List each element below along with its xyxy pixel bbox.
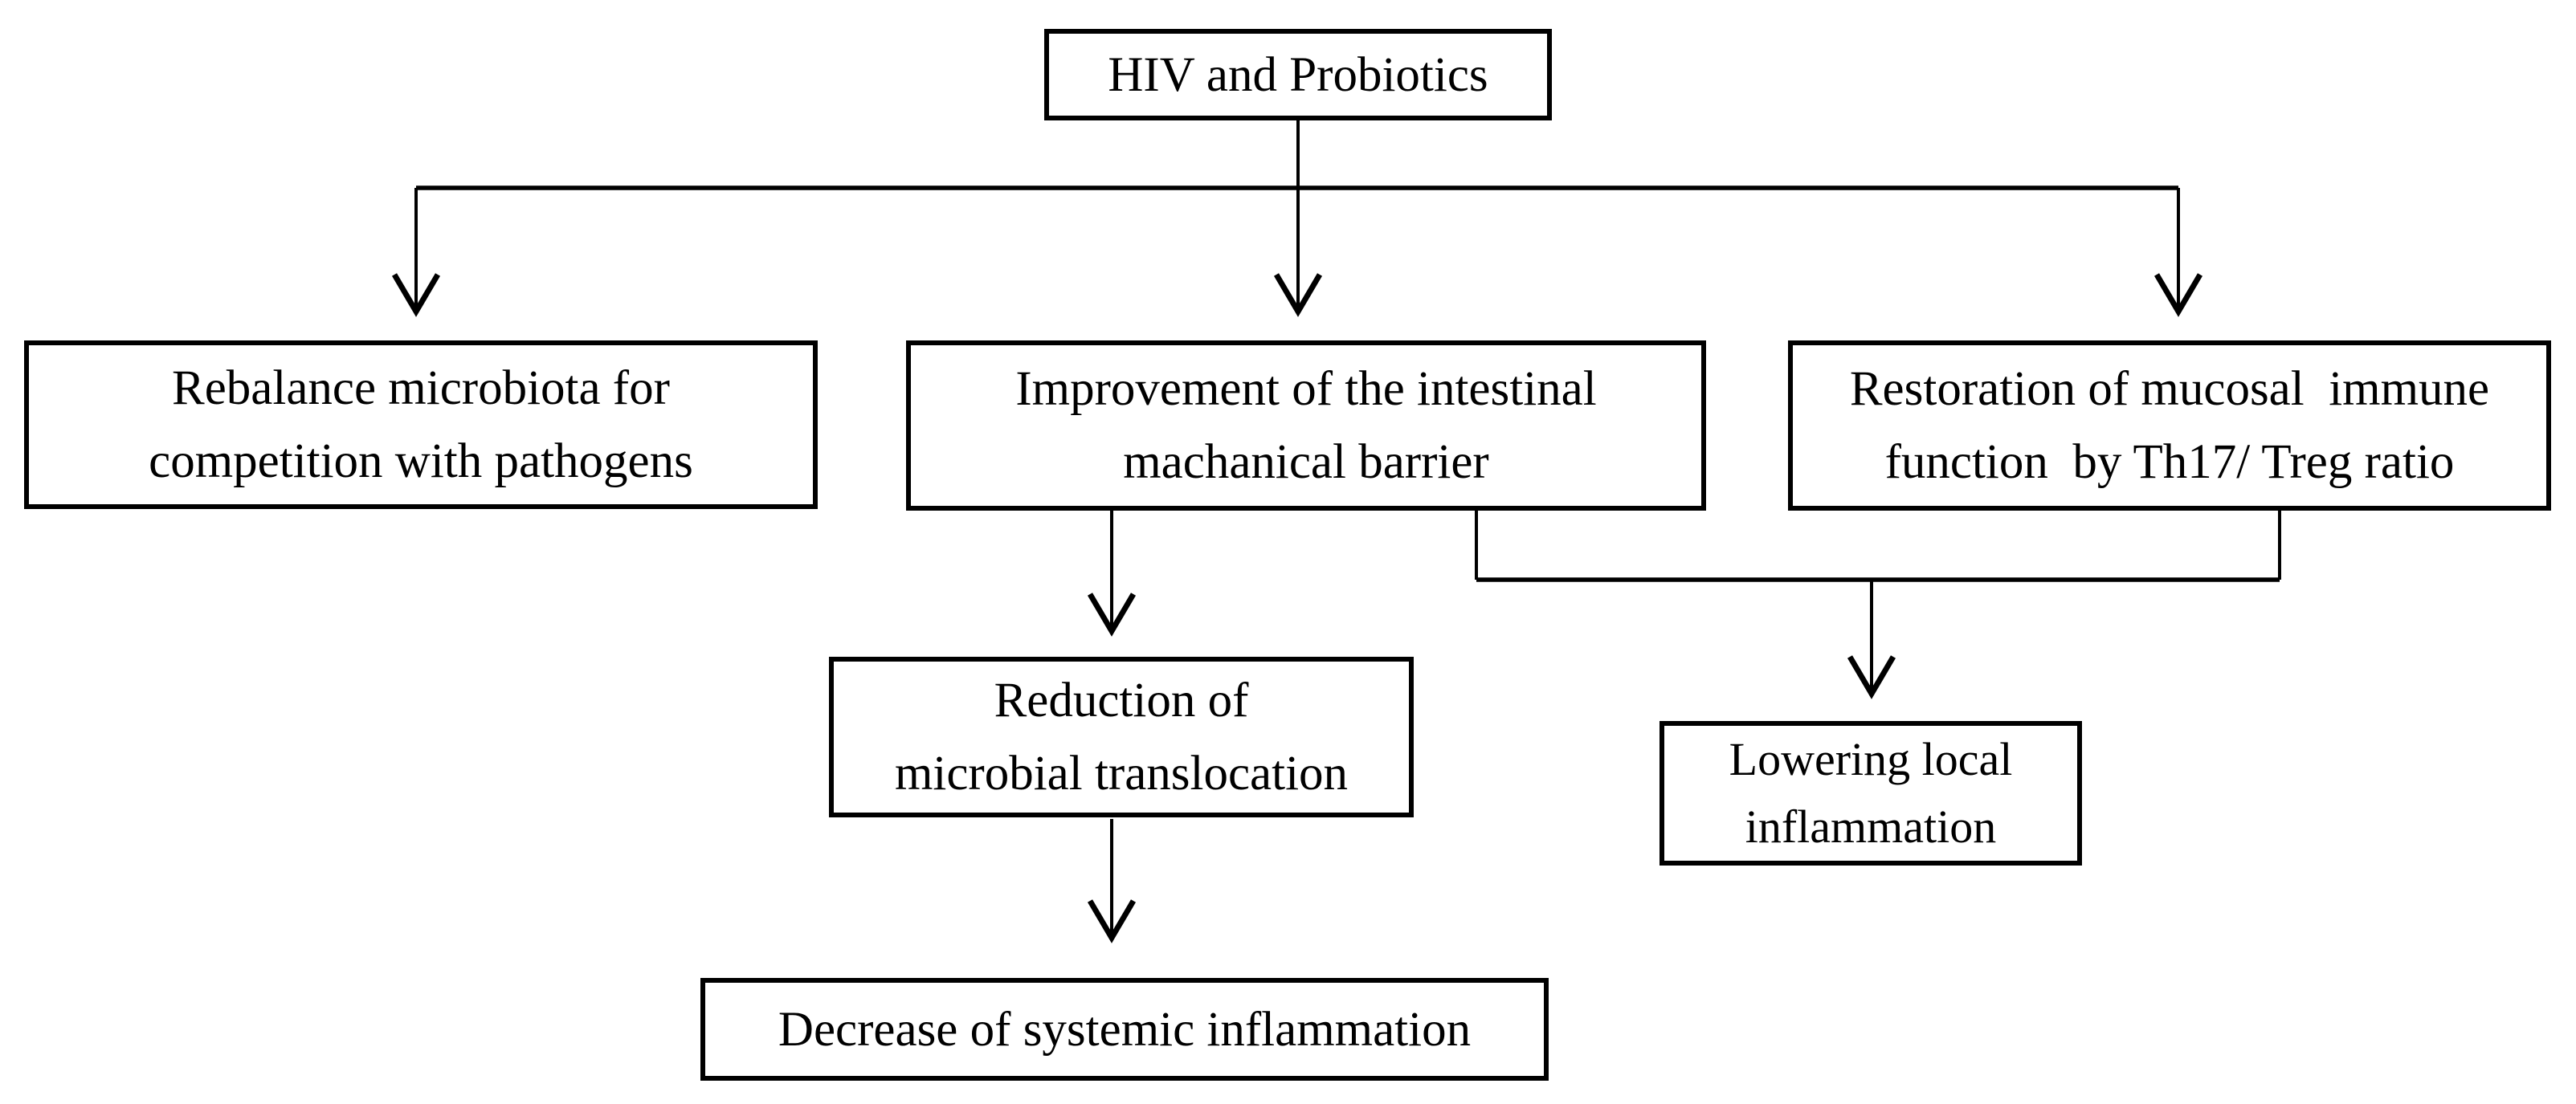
node-label-line: Decrease of systemic inflammation [778, 1002, 1472, 1057]
node-label-line: competition with pathogens [149, 434, 693, 488]
node-decrease-systemic-inflammation: Decrease of systemic inflammation [700, 978, 1549, 1081]
node-rebalance-microbiota: Rebalance microbiota for competition wit… [24, 340, 818, 509]
node-label-line: Rebalance microbiota for [172, 361, 670, 415]
node-mucosal-immune-function: Restoration of mucosal immune function b… [1788, 340, 2551, 511]
node-label-line: function by Th17/ Treg ratio [1884, 435, 2455, 489]
node-label-line: inflammation [1745, 801, 1997, 853]
node-hiv-and-probiotics: HIV and Probiotics [1044, 29, 1552, 120]
node-label-line: Reduction of [994, 674, 1249, 727]
node-label-line: HIV and Probiotics [1108, 47, 1488, 102]
node-label-line: Restoration of mucosal immune [1849, 362, 2490, 416]
node-label-line: machanical barrier [1123, 435, 1489, 489]
arrowhead-to-mucosal-icon [2153, 273, 2203, 317]
arrowhead-to-local-icon [1847, 655, 1896, 699]
arrowhead-to-rebalance-icon [391, 273, 441, 317]
node-label-line: Improvement of the intestinal [1015, 362, 1597, 416]
node-intestinal-mechanical-barrier: Improvement of the intestinal machanical… [906, 340, 1706, 511]
node-reduction-microbial-translocation: Reduction of microbial translocation [829, 657, 1414, 817]
node-label-line: Lowering local [1729, 733, 2013, 785]
arrowhead-to-barrier-icon [1273, 273, 1323, 317]
arrowhead-to-translocation-icon [1087, 593, 1137, 637]
node-label-line: microbial translocation [894, 747, 1349, 801]
node-lowering-local-inflammation: Lowering local inflammation [1659, 721, 2082, 866]
arrowhead-to-systemic-icon [1087, 899, 1137, 943]
